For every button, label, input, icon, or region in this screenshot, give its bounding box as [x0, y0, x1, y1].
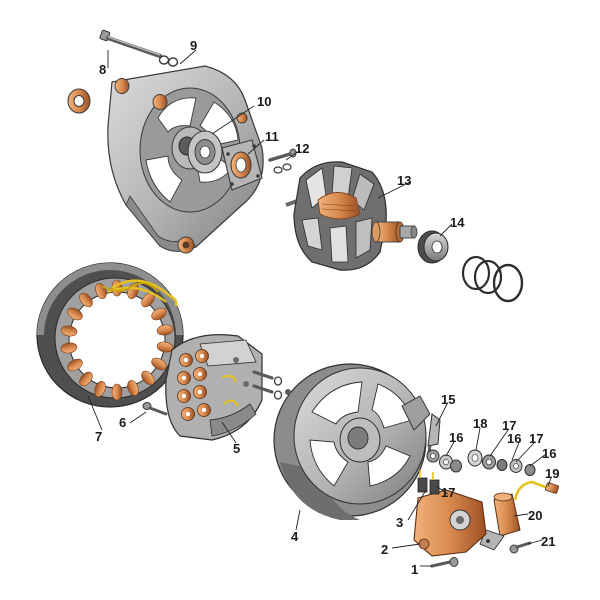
capacitor-part [479, 492, 521, 551]
callout-5: 5 [233, 441, 240, 456]
rear-bearing-part [417, 230, 449, 264]
callout-13: 13 [397, 173, 411, 188]
front-seal-ring [67, 88, 91, 114]
callout-16a: 16 [449, 430, 463, 445]
callout-16c: 16 [542, 446, 556, 461]
callout-16b: 16 [507, 431, 521, 446]
rectifier-unit-part [165, 334, 283, 441]
retainer-screw-part [268, 148, 297, 174]
rectifier-screw-part [142, 402, 168, 416]
callout-labels: 8 9 10 11 12 13 14 7 6 5 4 15 16 18 17 1… [95, 38, 559, 577]
callout-7: 7 [95, 429, 102, 444]
callout-10: 10 [257, 94, 271, 109]
rear-seal-rings [461, 255, 524, 303]
tie-bolt-part [99, 29, 179, 67]
callout-1: 1 [411, 562, 418, 577]
callout-12: 12 [295, 141, 309, 156]
callout-21: 21 [541, 534, 555, 549]
callout-14: 14 [450, 215, 465, 230]
callout-20: 20 [528, 508, 542, 523]
leader-lines [87, 49, 552, 567]
callout-2: 2 [381, 542, 388, 557]
capacitor-lead-part [513, 480, 559, 501]
screw-part [430, 557, 459, 568]
terminal-hardware [426, 449, 536, 476]
stator-part [36, 262, 184, 408]
callout-17b: 17 [529, 431, 543, 446]
callout-18: 18 [473, 416, 487, 431]
callout-17a: 17 [502, 418, 516, 433]
callout-11: 11 [265, 129, 279, 144]
callout-3: 3 [396, 515, 403, 530]
retainer-plate-part [221, 139, 263, 191]
callout-19: 19 [545, 466, 559, 481]
callout-4: 4 [291, 529, 299, 544]
callout-8: 8 [99, 62, 106, 77]
callout-6: 6 [119, 415, 126, 430]
brush-holder-part [413, 470, 487, 557]
rotor-part [285, 161, 418, 271]
callout-15: 15 [441, 392, 455, 407]
capacitor-screw-part [509, 541, 532, 554]
callout-9: 9 [190, 38, 197, 53]
callout-17c: 17 [441, 485, 455, 500]
rear-cover-part [273, 363, 431, 520]
front-bearing-part [187, 130, 223, 174]
